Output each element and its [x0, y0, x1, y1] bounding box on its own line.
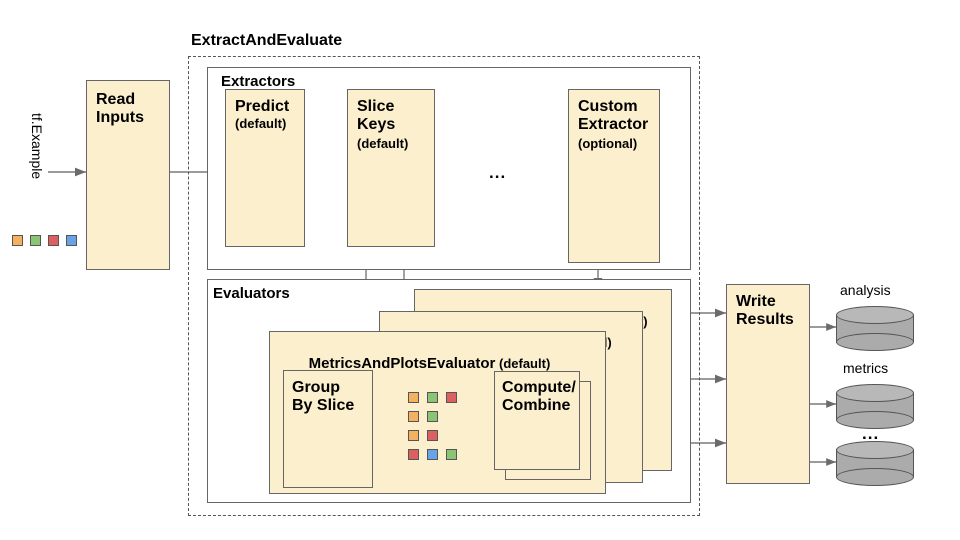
extractor-custom-node[interactable]: Custom Extractor (optional): [568, 89, 660, 263]
group-by-slice-node[interactable]: Group By Slice: [283, 370, 373, 488]
extractor-predict-qualifier: (default): [235, 116, 287, 131]
slice-chip-red: [446, 392, 457, 403]
compute-combine-node[interactable]: Compute/ Combine: [494, 371, 580, 470]
extractor-custom-line1: Custom: [578, 98, 638, 115]
group-by-slice-line1: Group: [292, 379, 340, 396]
cylinder-bottom: [836, 333, 914, 351]
slice-chip-orange: [408, 411, 419, 422]
extractor-slice-keys-line2: Keys: [357, 116, 396, 133]
write-results-node[interactable]: Write Results: [726, 284, 810, 484]
output-store-analysis[interactable]: [836, 306, 914, 351]
slice-chip-orange: [408, 392, 419, 403]
cylinder-bottom: [836, 468, 914, 486]
cylinder-top: [836, 441, 914, 459]
evaluator-metrics-name: MetricsAndPlotsEvaluator: [308, 354, 496, 372]
slice-chip-green: [427, 411, 438, 422]
extract-and-evaluate-label: ExtractAndEvaluate: [191, 32, 343, 49]
evaluator-metrics-qualifier: (default): [495, 355, 551, 371]
read-inputs-line2: Inputs: [96, 109, 144, 126]
output-label-more: ...: [862, 424, 880, 443]
cylinder-top: [836, 306, 914, 324]
extractor-predict-node[interactable]: Predict (default): [225, 89, 305, 247]
evaluator-metrics-heading: MetricsAndPlotsEvaluator (default): [282, 337, 551, 391]
output-store-metrics[interactable]: [836, 384, 914, 429]
write-results-line1: Write: [736, 293, 776, 310]
read-inputs-node[interactable]: Read Inputs: [86, 80, 170, 270]
slice-chip-grid: [408, 392, 468, 472]
slice-chip-red: [427, 430, 438, 441]
extract-and-evaluate-region: [188, 56, 700, 516]
input-chip-red: [48, 235, 59, 246]
input-chip-green: [30, 235, 41, 246]
group-by-slice-line2: By Slice: [292, 397, 355, 414]
slice-chip-red: [408, 449, 419, 460]
write-results-line2: Results: [736, 311, 794, 328]
input-chip-orange: [12, 235, 23, 246]
output-store-more[interactable]: [836, 441, 914, 486]
compute-combine-line2: Combine: [502, 397, 571, 414]
cylinder-top: [836, 384, 914, 402]
extractor-slice-keys-node[interactable]: Slice Keys (default): [347, 89, 435, 247]
extractors-label: Extractors: [221, 73, 296, 90]
read-inputs-line1: Read: [96, 91, 136, 108]
slice-chip-blue: [427, 449, 438, 460]
extractor-custom-line2: Extractor: [578, 116, 649, 133]
extractor-predict-title: Predict: [235, 98, 290, 115]
slice-chip-orange: [408, 430, 419, 441]
input-stream-label: tf.Example: [29, 113, 45, 180]
extractor-custom-qualifier: (optional): [578, 136, 638, 151]
compute-combine-line1: Compute/: [502, 379, 576, 396]
evaluators-label: Evaluators: [213, 285, 290, 302]
extractors-ellipsis: ...: [489, 163, 507, 182]
slice-chip-green: [427, 392, 438, 403]
input-chip-blue: [66, 235, 77, 246]
cylinder-bottom: [836, 411, 914, 429]
extractor-slice-keys-line1: Slice: [357, 98, 395, 115]
output-label-metrics: metrics: [843, 360, 889, 376]
output-label-analysis: analysis: [840, 282, 891, 298]
extractor-slice-keys-qualifier: (default): [357, 136, 409, 151]
slice-chip-green: [446, 449, 457, 460]
